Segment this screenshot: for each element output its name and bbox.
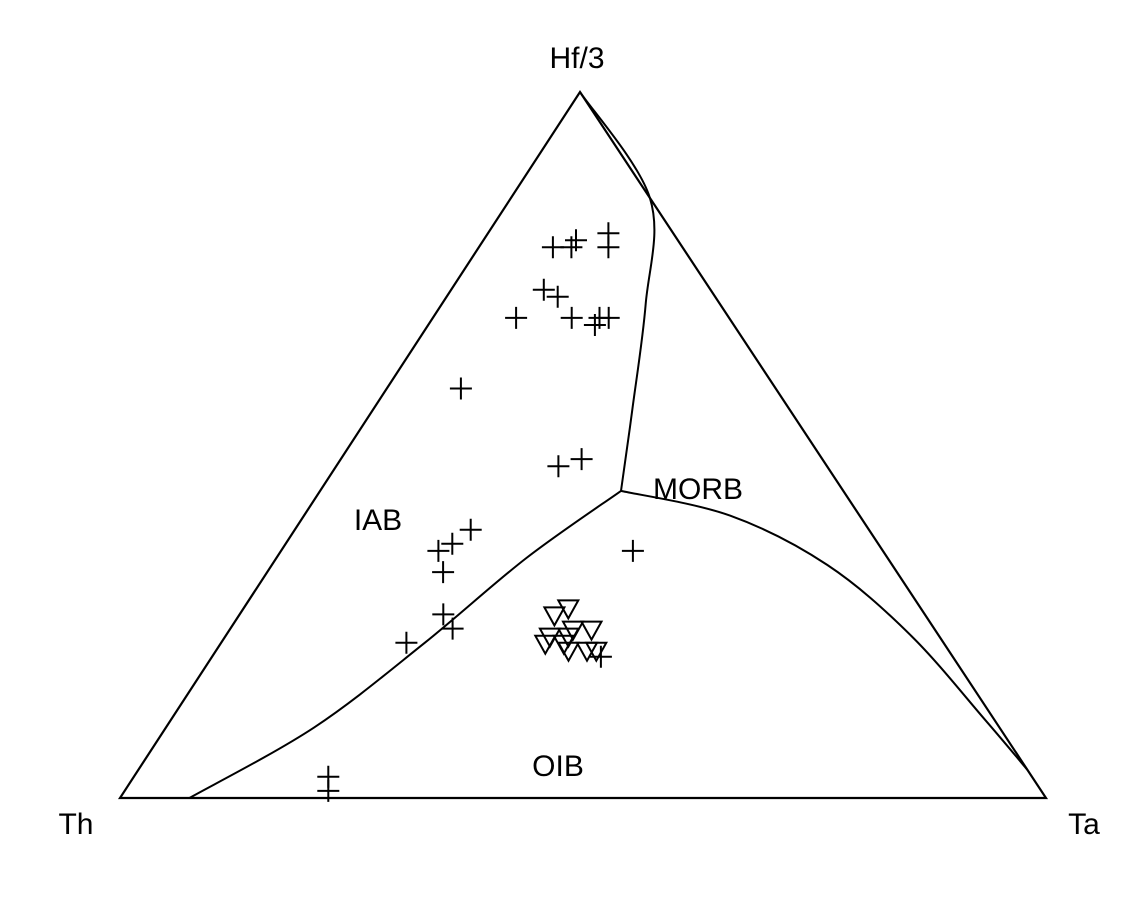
boundary-iab-morb-upper — [579, 91, 656, 492]
plus-marker — [546, 285, 569, 308]
plus-marker — [541, 236, 564, 259]
plus-marker — [597, 306, 620, 329]
plus-marker — [570, 448, 593, 471]
plus-marker — [621, 539, 644, 562]
plus-marker — [565, 229, 587, 252]
boundary-iab-oib — [188, 490, 622, 799]
triangle-down-marker — [556, 599, 580, 621]
apex-label-left: Th — [58, 808, 93, 841]
triangle-down-marker — [533, 634, 557, 656]
triangle-down-marker — [575, 641, 599, 663]
boundary-morb-oib — [620, 489, 1029, 771]
apex-label-top: Hf/3 — [549, 42, 604, 75]
region-boundaries — [188, 91, 1029, 799]
plus-marker — [449, 377, 472, 400]
plus-marker — [395, 631, 418, 654]
triangle-down-marker — [556, 641, 581, 663]
apex-label-right: Ta — [1068, 808, 1100, 841]
triangle-down-marker — [579, 620, 604, 642]
region-label-morb: MORB — [653, 473, 743, 506]
triangle-down-marker — [542, 606, 567, 628]
plus-marker — [547, 455, 570, 478]
plus-marker — [441, 617, 464, 640]
plus-marker — [505, 306, 528, 329]
ternary-triangle-outline — [117, 89, 1049, 800]
plus-marker — [432, 603, 455, 626]
plus-marker — [597, 222, 620, 245]
plus-marker — [427, 539, 450, 562]
data-points — [317, 222, 644, 802]
plus-marker — [532, 278, 555, 301]
plus-marker — [459, 518, 482, 541]
plus-marker — [441, 532, 464, 555]
plus-marker — [432, 561, 455, 584]
plus-marker — [583, 314, 606, 336]
region-label-oib: OIB — [532, 750, 584, 783]
region-label-iab: IAB — [354, 504, 402, 537]
plus-marker — [560, 306, 583, 329]
plus-marker — [317, 779, 340, 802]
